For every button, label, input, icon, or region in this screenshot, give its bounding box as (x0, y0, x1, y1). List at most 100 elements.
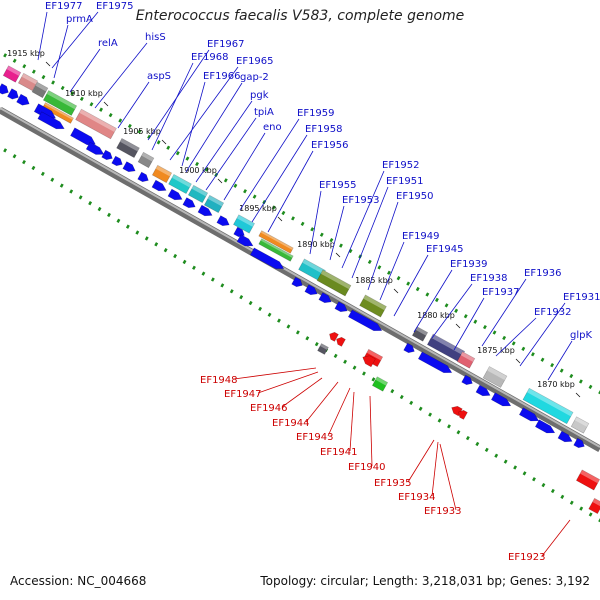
kbp-tick-label: 1900 kbp (179, 166, 217, 175)
feature-block-shine (44, 102, 74, 120)
plus-label-leader (195, 100, 253, 183)
plus-track-dot (70, 91, 75, 96)
plus-label-leader (37, 11, 48, 61)
minus-track-dot (550, 488, 555, 494)
feature-block-shine (6, 65, 21, 76)
plus-track-dot (482, 324, 487, 330)
feature-block (42, 102, 74, 124)
plus-strand-arrow (236, 234, 254, 247)
plus-strand-arrow-shape (151, 179, 167, 192)
plus-label-leader (341, 170, 385, 269)
feature-block-body (371, 376, 389, 392)
plus-track-dot (588, 384, 593, 390)
plus-track-dot (108, 112, 113, 118)
plus-track-dot (540, 357, 545, 362)
plus-strand-arrow (461, 374, 473, 386)
feature-block-shine (320, 343, 329, 350)
accession-text: Accession: NC_004668 (10, 574, 147, 588)
minus-track-dot (390, 388, 395, 394)
plus-strand-arrow-shape (291, 276, 303, 288)
plus-label-leader (309, 190, 322, 255)
minus-gene-label: EF1946 (250, 403, 288, 414)
minus-gene-label: EF1940 (348, 462, 386, 473)
plus-strand-arrow-shape (137, 171, 149, 183)
plus-strand-arrow (417, 351, 453, 374)
plus-strand-arrow (101, 149, 113, 161)
plus-label-leader (205, 117, 257, 191)
plus-track-dot (339, 243, 343, 248)
feature-block-shine (155, 165, 172, 177)
feature-block-body (137, 151, 155, 169)
plus-track-dot (367, 259, 372, 265)
minus-track-dot (125, 224, 130, 229)
feature-block-body (233, 214, 255, 234)
plus-strand-arrow-shape (167, 188, 183, 201)
feature-block-shine (527, 388, 574, 417)
plus-strand-arrow-shape (490, 392, 512, 407)
minus-label-leader (541, 519, 571, 557)
minus-track-dot (201, 271, 206, 276)
minus-label-leader (439, 443, 457, 511)
minus-label-leader (305, 381, 339, 423)
kbp-tick-label: 1910 kbp (65, 89, 103, 98)
minus-track-dot (220, 283, 225, 288)
feature-block-body (42, 90, 78, 116)
feature-block-shine (120, 138, 140, 152)
plus-track-dot (415, 286, 420, 292)
kbp-tick-label: 1915 kbp (7, 49, 45, 58)
plus-gene-label: glpK (570, 330, 592, 341)
feature-block-body (203, 194, 225, 214)
plus-track-dot (598, 390, 600, 395)
plus-track-dot (22, 64, 27, 69)
plus-strand-arrow-shape (37, 111, 65, 130)
plus-label-leader (94, 42, 148, 109)
plus-track-dot (243, 189, 247, 194)
feature-block (575, 469, 600, 491)
genome-title: Enterococcus faecalis V583, complete gen… (135, 8, 465, 24)
label-leaders-layer (37, 11, 573, 557)
minus-track-dot (88, 201, 93, 206)
plus-track-dot (204, 167, 209, 172)
minus-label-leader (431, 441, 439, 497)
feature-block (258, 238, 294, 262)
plus-strand-arrow (403, 342, 415, 354)
plus-track-dot (502, 335, 507, 341)
plus-track-dot (492, 330, 497, 335)
feature-block (426, 333, 466, 363)
minus-track-dot (239, 295, 244, 300)
minus-label-leader (257, 371, 319, 394)
plus-label-leader (53, 24, 69, 79)
plus-strand-arrow (347, 309, 383, 332)
minus-track-dot (333, 353, 338, 359)
plus-strand-arrow-shape (518, 407, 540, 422)
minus-gene-label: EF1948 (200, 375, 238, 386)
feature-block-body (522, 387, 574, 425)
minus-track-dot (399, 394, 404, 400)
kbp-tick-mark (575, 392, 581, 398)
plus-strand-arrow-shape (182, 197, 196, 209)
minus-gene-label: EF1923 (508, 552, 546, 563)
kbp-tick-mark (335, 252, 341, 258)
plus-label-leader (69, 48, 101, 93)
plus-strand-arrow-shape (403, 342, 415, 354)
minus-track-dot (371, 377, 376, 382)
plus-gene-label: aspS (147, 71, 171, 82)
plus-strand-arrow-shape (0, 83, 9, 95)
plus-track-dot (319, 232, 324, 237)
plus-track-dot (406, 281, 411, 286)
minus-track-dot (59, 183, 64, 188)
plus-strand-arrow (137, 171, 149, 183)
plus-strand-arrow (534, 419, 556, 434)
minus-track-dot (12, 154, 17, 159)
feature-block-shine (487, 366, 507, 381)
feature-blocks-layer (2, 65, 600, 515)
minus-track-dot (182, 259, 187, 265)
plus-strand-arrow (122, 161, 136, 173)
plus-track-dot (559, 368, 564, 373)
plus-track-dot (521, 346, 526, 351)
plus-strand-arrow (318, 292, 332, 304)
minus-track-dot (78, 195, 83, 200)
minus-track-dot (135, 230, 140, 235)
plus-gene-label: EF1950 (396, 191, 434, 202)
